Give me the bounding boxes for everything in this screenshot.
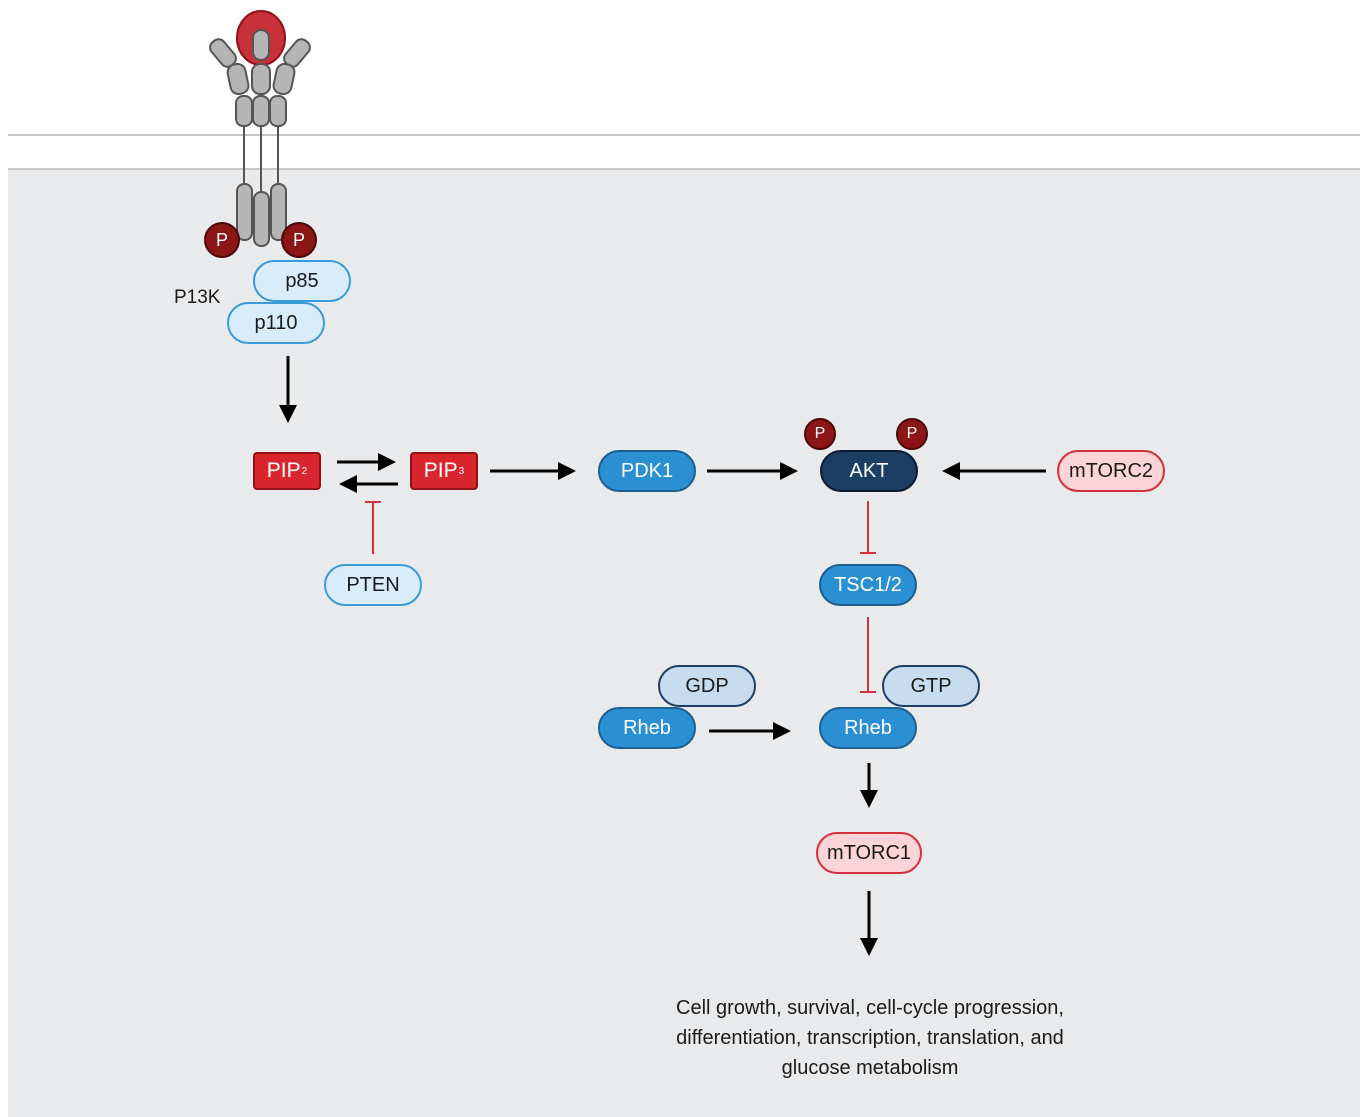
gdp-node: GDP (658, 665, 756, 707)
gtp-node: GTP (882, 665, 980, 707)
outcome-line-1: Cell growth, survival, cell-cycle progre… (676, 997, 1064, 1019)
inhibition-akt-tsc (860, 501, 876, 554)
outcome-line-3: glucose metabolism (781, 1057, 959, 1079)
receptor-phospho-right: P (281, 222, 317, 258)
akt-phospho-right: P (896, 418, 928, 450)
mtorc2-node: mTORC2 (1057, 450, 1165, 492)
pip3-subscript: 3 (458, 465, 465, 477)
inhibition-pten (365, 501, 381, 554)
pip2-text: PIP (266, 459, 301, 482)
outcome-text: Cell growth, survival, cell-cycle progre… (620, 993, 1120, 1083)
p110-node: p110 (227, 302, 325, 344)
pip2-subscript: 2 (301, 465, 308, 477)
outcome-line-2: differentiation, transcription, translat… (676, 1027, 1064, 1049)
rheb-gdp-node: Rheb (598, 707, 696, 749)
akt-node: AKT (820, 450, 918, 492)
mtorc1-node: mTORC1 (816, 832, 922, 874)
p85-node: p85 (253, 260, 351, 302)
akt-phospho-left: P (804, 418, 836, 450)
rheb-gtp-node: Rheb (819, 707, 917, 749)
pten-node: PTEN (324, 564, 422, 606)
receptor-icon (209, 10, 311, 247)
inhibition-tsc-rheb (860, 617, 876, 693)
receptor-phospho-left: P (204, 222, 240, 258)
pi3k-label: P13K (174, 287, 221, 308)
membrane-outer-line (8, 134, 1360, 136)
tsc-node: TSC1/2 (819, 564, 917, 606)
pdk1-node: PDK1 (598, 450, 696, 492)
pip3-text: PIP (423, 459, 458, 482)
membrane-inner-line (8, 168, 1360, 170)
